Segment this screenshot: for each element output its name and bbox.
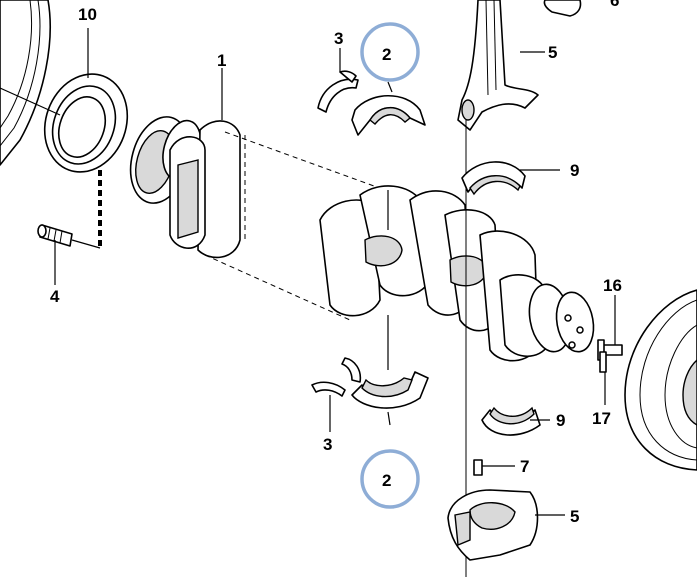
callout-3-bottom: 3 <box>323 435 332 454</box>
callout-2-top: 2 <box>382 45 391 64</box>
callout-5-bottom: 5 <box>570 507 579 526</box>
callout-7: 7 <box>520 457 529 476</box>
connecting-rod-cap <box>447 489 539 561</box>
dowel-pin <box>37 170 102 249</box>
rod-bearing-upper <box>461 161 526 196</box>
flywheel-left <box>0 0 51 166</box>
callout-16: 16 <box>603 276 622 295</box>
highlight-circle-bottom <box>360 449 420 509</box>
leader-lines <box>54 28 616 516</box>
thrust-washer-upper <box>317 70 359 113</box>
callout-2-bottom: 2 <box>382 471 391 490</box>
callout-3-top: 3 <box>334 29 343 48</box>
main-bearing-lower <box>351 371 429 409</box>
flywheel-right <box>624 289 697 471</box>
oil-seal <box>0 73 129 173</box>
bearing-cap-piece <box>543 0 582 17</box>
callout-6: 6 <box>610 0 619 10</box>
crank-bolt-and-pin <box>597 339 623 373</box>
main-bearing-upper <box>351 94 426 136</box>
callout-labels: 10 1 3 2 5 6 9 4 16 17 3 2 9 7 5 <box>50 0 622 526</box>
thrust-washer-lower <box>311 357 362 397</box>
highlight-circles <box>360 22 420 509</box>
callout-5-top: 5 <box>548 43 557 62</box>
callout-9-bottom: 9 <box>556 411 565 430</box>
dowel-pin-small <box>473 459 483 476</box>
crankshaft <box>169 120 595 362</box>
rod-bearing-lower <box>481 406 541 436</box>
callout-9-top: 9 <box>570 161 579 180</box>
callout-10: 10 <box>78 5 97 24</box>
highlight-circle-top <box>360 22 420 82</box>
callout-4: 4 <box>50 287 60 306</box>
callout-1: 1 <box>217 51 226 70</box>
callout-17: 17 <box>592 409 611 428</box>
